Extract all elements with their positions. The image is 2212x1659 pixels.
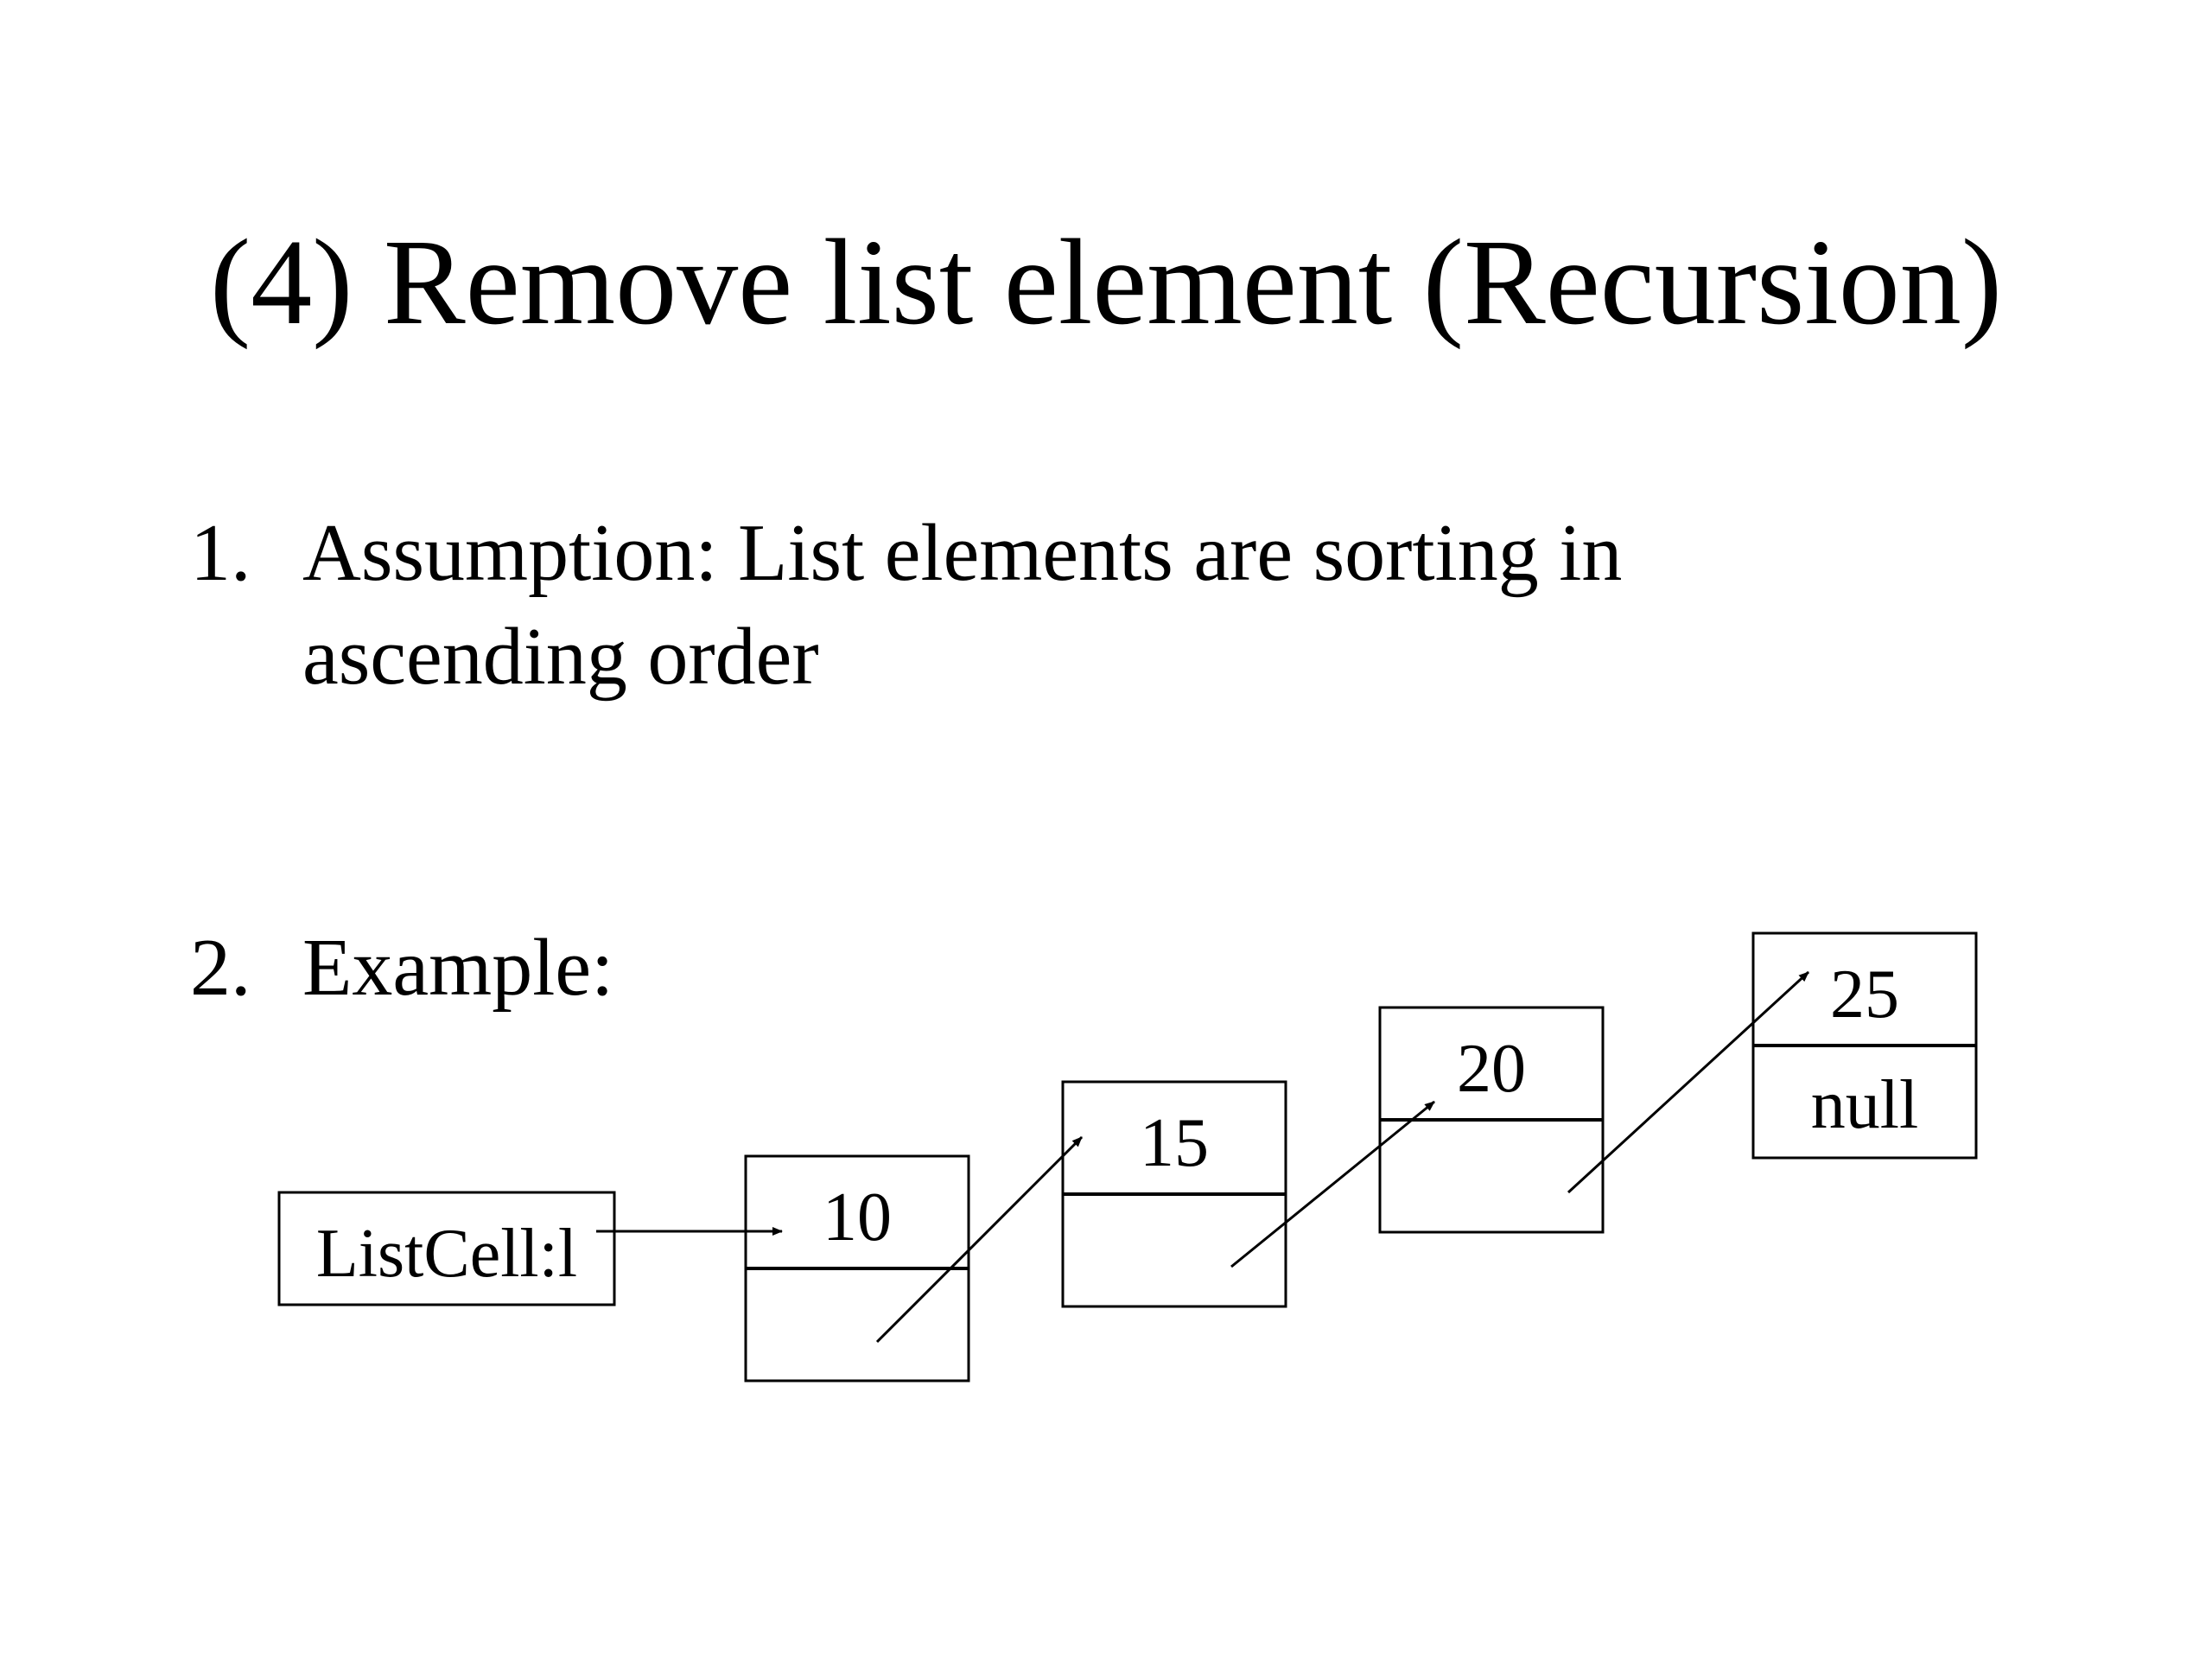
node-value: 15 — [1140, 1105, 1209, 1181]
node-value: 25 — [1830, 957, 1899, 1033]
list-node: 25 null — [1751, 931, 1978, 1160]
pointer-arrow — [1230, 1100, 1435, 1268]
pointer-arrow — [875, 1135, 1084, 1344]
node-value: 10 — [823, 1179, 892, 1255]
bullet-text: Example: — [302, 923, 614, 1013]
bullet-number: 1. — [190, 508, 251, 598]
list-node: 10 — [744, 1154, 970, 1382]
head-label: ListCell:l — [316, 1216, 577, 1292]
list-node: 15 — [1061, 1080, 1287, 1308]
bullet-text: Assumption: List elements are sorting in… — [302, 508, 1623, 702]
node-next: null — [1811, 1067, 1918, 1143]
node-value: 20 — [1457, 1031, 1526, 1107]
bullet-number: 2. — [190, 923, 251, 1013]
list-node: 20 — [1378, 1006, 1605, 1234]
head-reference: ListCell:l — [277, 1191, 616, 1306]
slide-title: (4) Remove list element (Recursion) — [209, 213, 2003, 350]
pointer-arrow — [1567, 970, 1810, 1194]
